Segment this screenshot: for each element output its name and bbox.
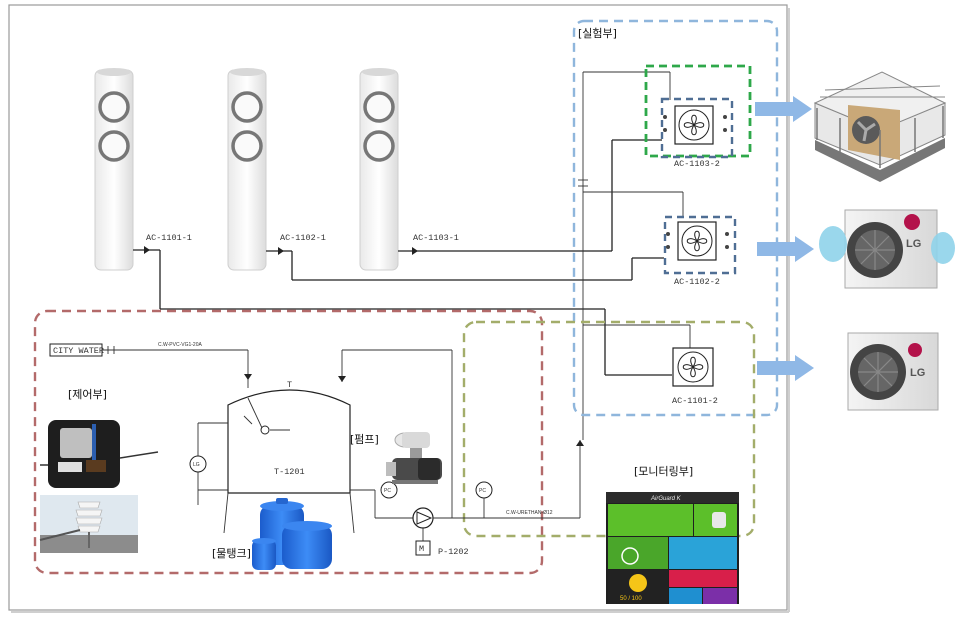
- lg-logo-2: LG: [910, 367, 925, 379]
- phone-score: 50 / 100: [620, 596, 642, 602]
- outdoor-symbol-1103-2: [663, 105, 727, 145]
- label-ac-1103-2: AC-1103-2: [674, 159, 720, 169]
- city-water-label: CITY WATER: [53, 346, 104, 356]
- level-gauge: [189, 455, 207, 473]
- outdoor-symbol-1101-2: [672, 347, 714, 387]
- indoor-ac-3: [359, 68, 399, 271]
- pump-photo: [386, 432, 442, 484]
- indoor-ac-2: [227, 68, 267, 271]
- lg-outdoor-unit-photo-1: LG: [819, 209, 955, 289]
- water-tank-photo: [252, 498, 332, 570]
- label-ac-1102-1: AC-1102-1: [280, 233, 326, 243]
- experiment-label: [실험부]: [578, 27, 617, 40]
- label-ac-1101-1: AC-1101-1: [146, 233, 192, 243]
- motor-label: M: [419, 544, 424, 554]
- caged-outdoor-unit-photo: [813, 71, 947, 182]
- refrigerant-piping: [133, 71, 691, 440]
- pump-section-label: [펌프]: [350, 433, 379, 446]
- unit-box-1103-2: [660, 97, 734, 159]
- tank-top-label: T: [287, 380, 292, 390]
- lg-outdoor-unit-photo-2: LG: [847, 332, 939, 411]
- tank-label: T-1201: [274, 467, 305, 477]
- lg-logo-1: LG: [906, 238, 921, 250]
- label-ac-1102-2: AC-1102-2: [674, 277, 720, 287]
- app-title: AirGuard K: [650, 496, 682, 502]
- pressure-gauge-2-label: PC: [479, 488, 486, 494]
- control-label: [제어부]: [68, 388, 107, 401]
- label-ac-1103-1: AC-1103-1: [413, 233, 459, 243]
- monitoring-phone-screen: AirGuard K 50 / 100: [606, 492, 739, 604]
- arrow-to-photo-1: [755, 96, 812, 122]
- control-region: [33, 309, 544, 575]
- pressure-gauge-1: [380, 481, 398, 499]
- tank-t-1201: [223, 389, 355, 534]
- pump-label: P-1202: [438, 547, 469, 557]
- green-highlight-box: [644, 64, 752, 158]
- indoor-ac-1: [94, 68, 134, 271]
- pump-symbol: [412, 507, 434, 556]
- pipe-city-label: C.W-PVC-VG1-20A: [158, 342, 202, 348]
- experiment-region: [572, 19, 779, 417]
- monitoring-label: [모니터링부]: [634, 465, 693, 478]
- pressure-gauge-1-label: PC: [384, 488, 391, 494]
- controller-photo: [40, 420, 159, 488]
- monitoring-region: [462, 320, 756, 538]
- pipe-main-label: C.W-URETHAN-Ø12: [506, 510, 553, 516]
- water-tank-label: [물탱크]: [212, 547, 251, 560]
- outdoor-symbol-1102-2: [666, 221, 729, 261]
- arrow-to-photo-2: [757, 236, 814, 262]
- unit-box-1102-2: [663, 215, 737, 275]
- level-gauge-label: LG: [193, 462, 200, 468]
- label-ac-1101-2: AC-1101-2: [672, 396, 718, 406]
- weather-shield-photo: [39, 495, 138, 553]
- arrow-to-photo-3: [757, 355, 814, 381]
